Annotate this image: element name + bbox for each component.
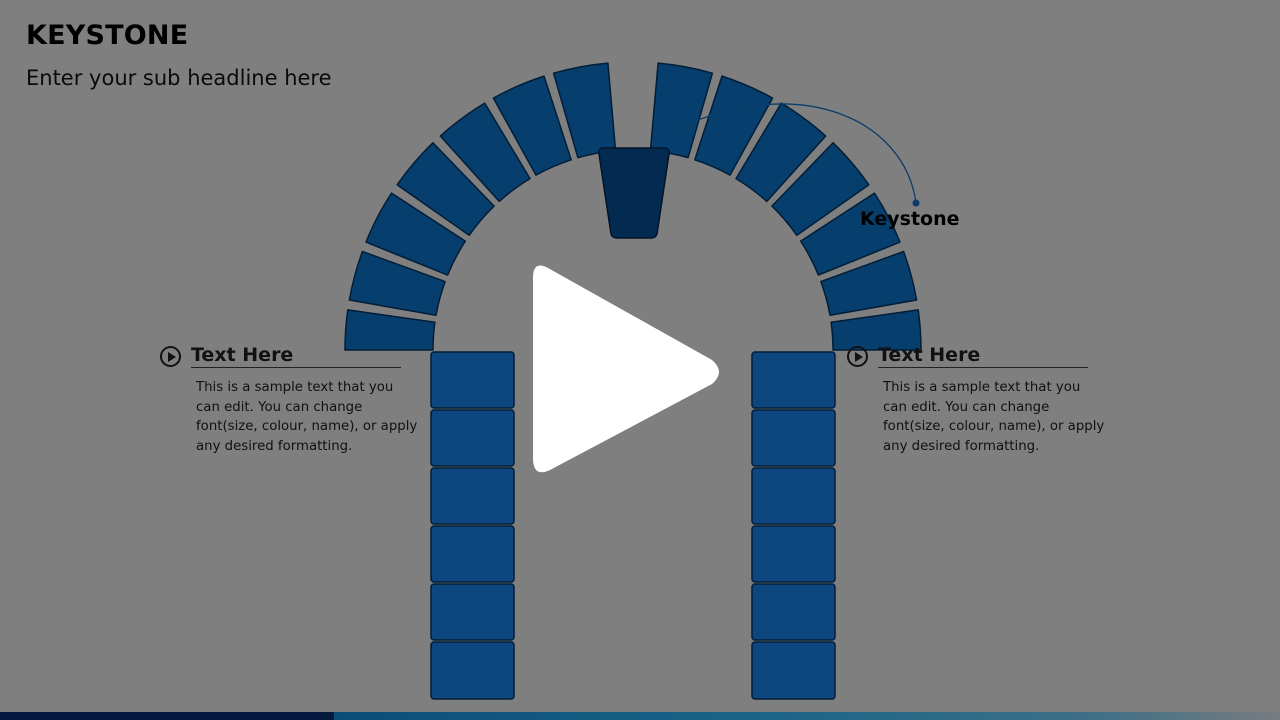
pillar-block bbox=[751, 409, 836, 467]
pillar-block bbox=[430, 467, 515, 525]
arch-voussoir bbox=[396, 142, 495, 237]
arch-voussoir bbox=[820, 250, 918, 317]
text-block-body: This is a sample text that you can edit.… bbox=[883, 380, 1105, 454]
arch-voussoir bbox=[694, 75, 774, 176]
left-pillar bbox=[430, 351, 515, 700]
right-pillar bbox=[751, 351, 836, 700]
arch-voussoir bbox=[348, 250, 446, 317]
arch-voussoir bbox=[771, 142, 870, 237]
arch-voussoir bbox=[552, 62, 617, 159]
pillar-block bbox=[430, 409, 515, 467]
text-block-left: Text Here This is a sample text that you… bbox=[160, 344, 417, 456]
text-block-title: Text Here bbox=[191, 344, 294, 366]
keystone-callout-dot bbox=[912, 199, 920, 207]
pillar-block bbox=[751, 583, 836, 641]
arch-voussoir bbox=[735, 102, 827, 203]
arch-voussoir bbox=[344, 309, 436, 351]
keystone-callout-arrow bbox=[672, 103, 917, 204]
arch-voussoir bbox=[799, 192, 901, 276]
arch-voussoir bbox=[492, 75, 572, 176]
text-block-right: Text Here This is a sample text that you… bbox=[847, 344, 1104, 456]
arch-voussoir bbox=[439, 102, 531, 203]
pillar-block bbox=[751, 351, 836, 409]
pillar-block bbox=[430, 583, 515, 641]
pillar-block bbox=[430, 525, 515, 583]
pillar-block bbox=[751, 525, 836, 583]
pillar-block bbox=[430, 351, 515, 409]
pillar-block bbox=[751, 641, 836, 700]
arch-voussoirs bbox=[344, 62, 922, 351]
text-block-body: This is a sample text that you can edit.… bbox=[196, 380, 418, 454]
keystone-block bbox=[598, 147, 670, 239]
play-circle-icon bbox=[847, 345, 868, 367]
slide-title: KEYSTONE bbox=[26, 20, 189, 51]
play-icon[interactable] bbox=[533, 265, 719, 473]
arch-voussoir bbox=[830, 309, 922, 351]
play-circle-icon bbox=[160, 345, 181, 367]
arch-voussoir bbox=[365, 192, 467, 276]
slide-subtitle: Enter your sub headline here bbox=[26, 66, 332, 90]
bottom-accent-bar bbox=[0, 712, 1280, 720]
text-block-title: Text Here bbox=[878, 344, 981, 366]
keystone-label: Keystone bbox=[860, 208, 960, 230]
pillar-block bbox=[751, 467, 836, 525]
pillar-block bbox=[430, 641, 515, 700]
